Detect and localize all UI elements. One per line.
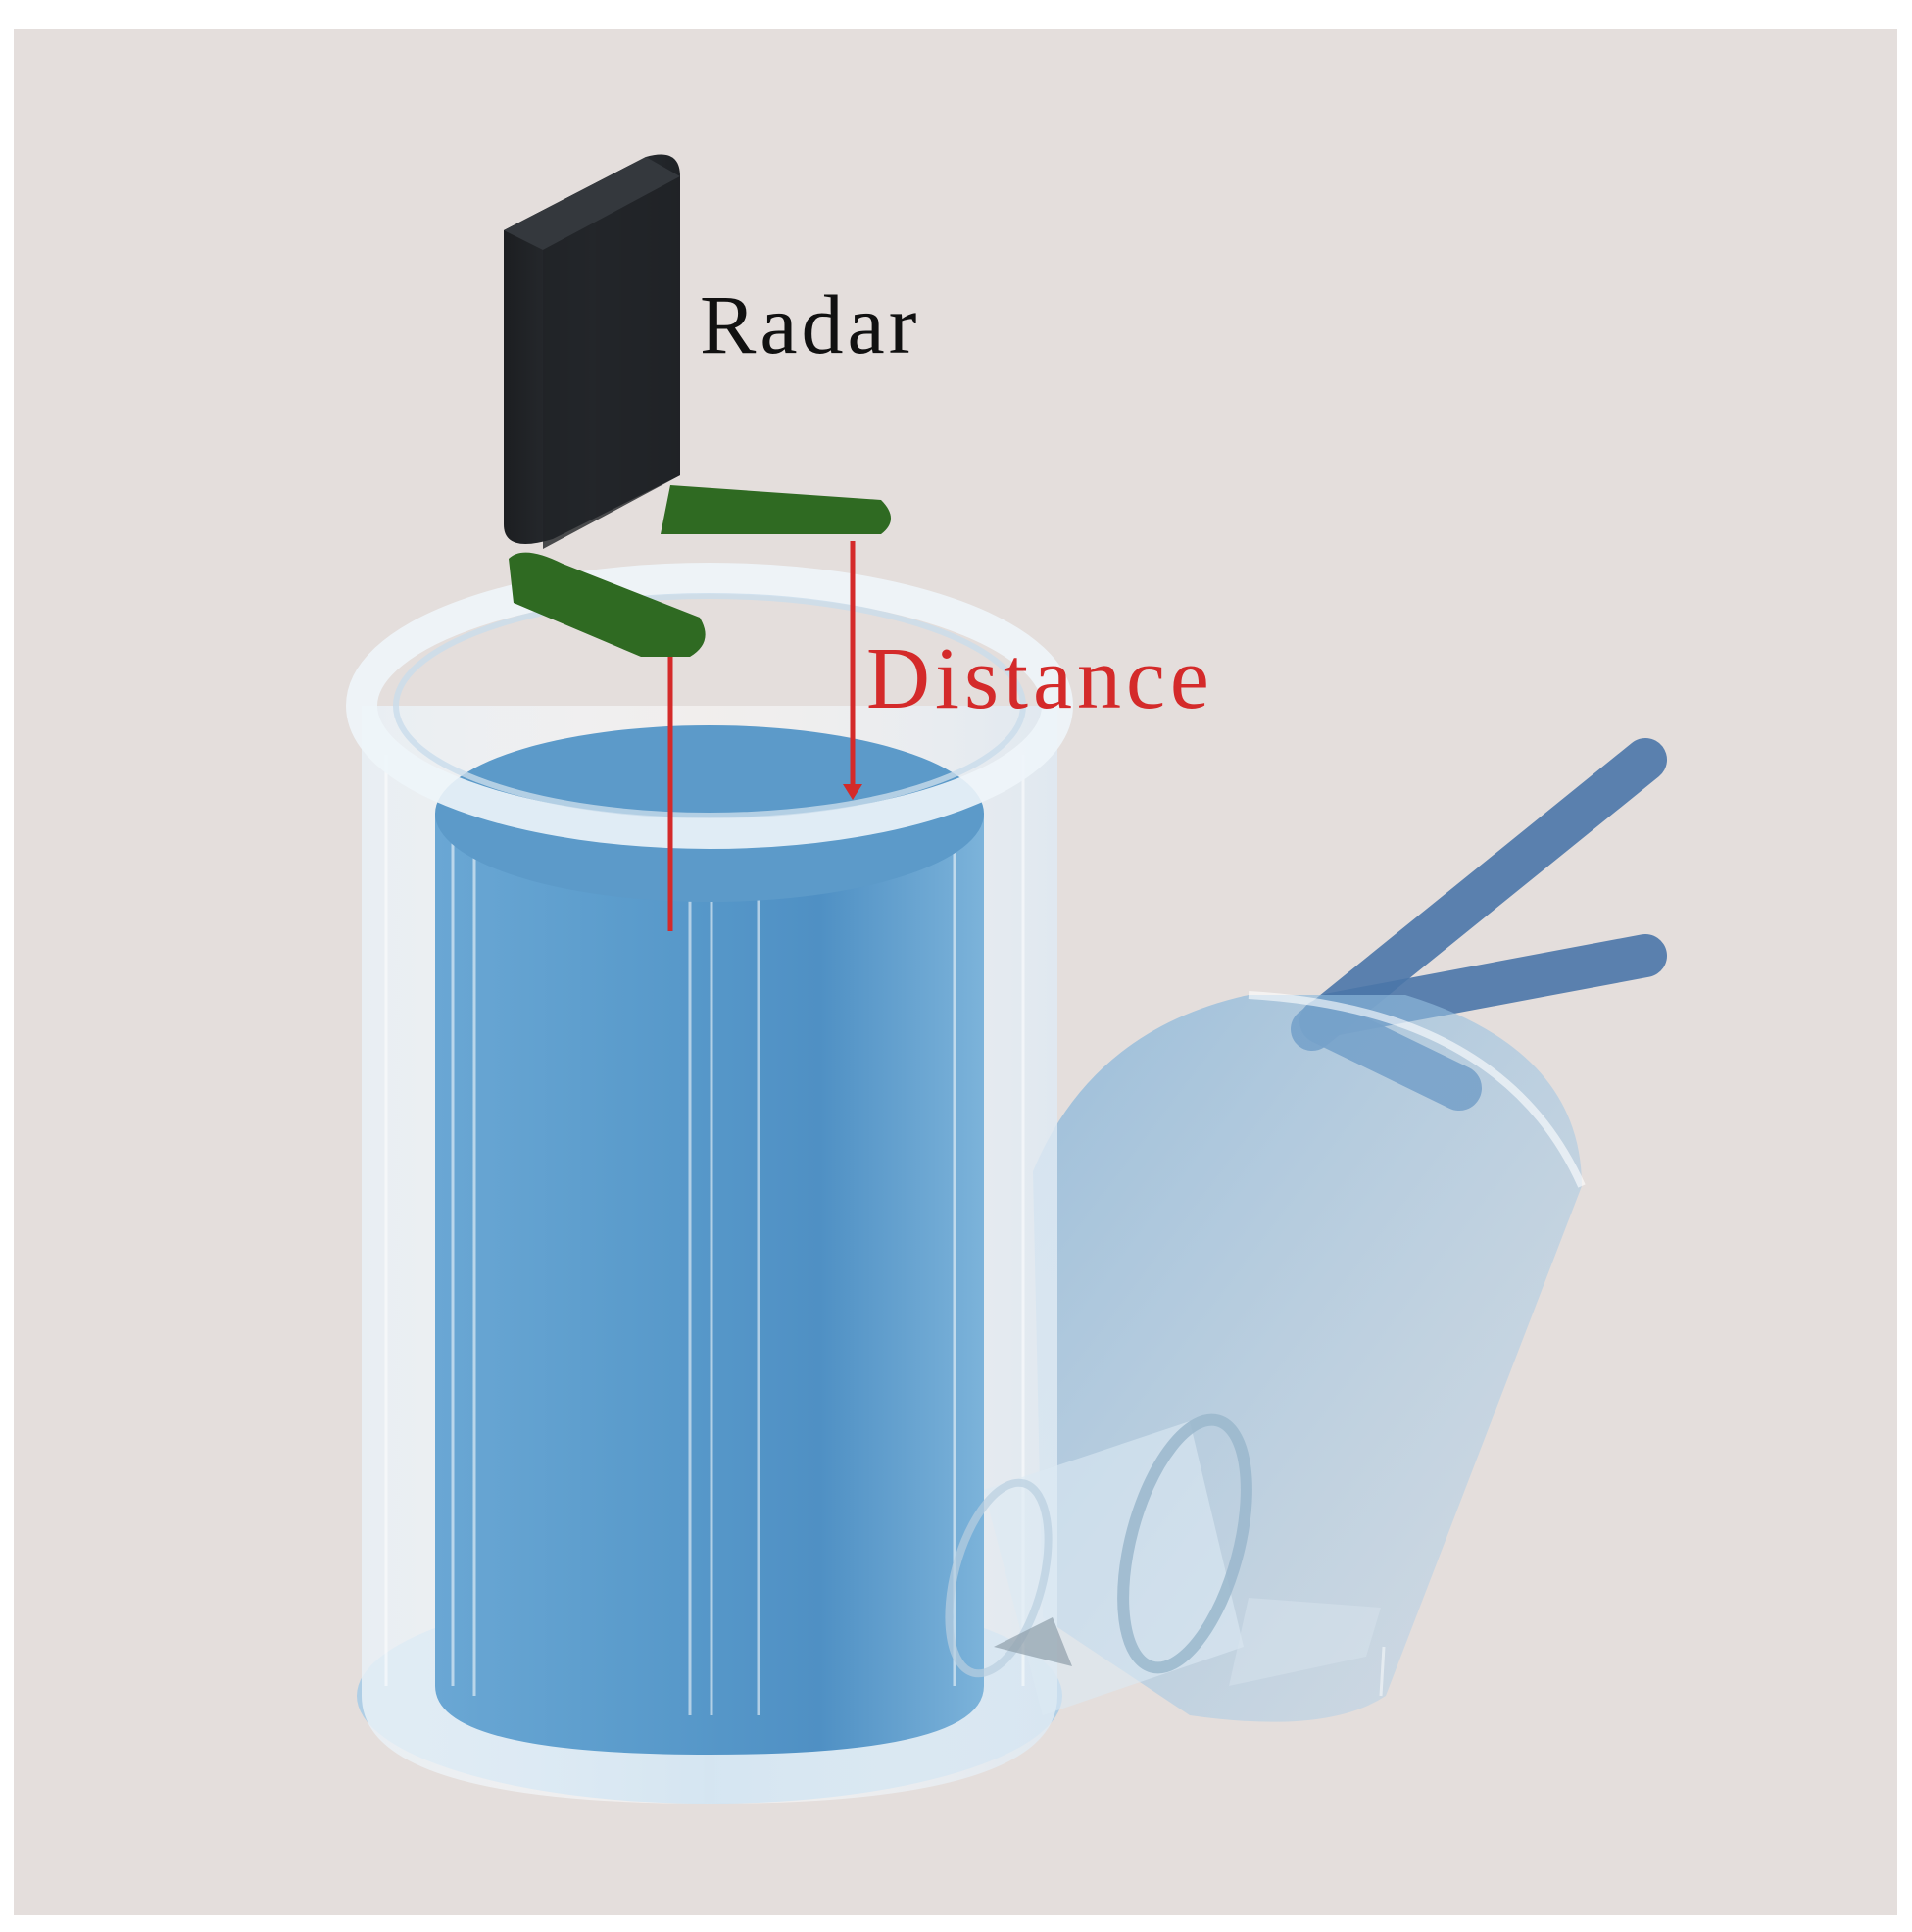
distance-arrow-icon xyxy=(843,784,862,800)
radar-tank-illustration xyxy=(346,154,1667,1804)
radar-device xyxy=(504,154,891,657)
distance-lines xyxy=(667,541,862,931)
distance-label: Distance xyxy=(866,630,1214,727)
water-tank xyxy=(346,563,1073,1804)
figure-frame: Radar Distance xyxy=(14,29,1897,1915)
outlet-pipe xyxy=(945,1413,1381,1715)
radar-label: Radar xyxy=(700,277,921,372)
